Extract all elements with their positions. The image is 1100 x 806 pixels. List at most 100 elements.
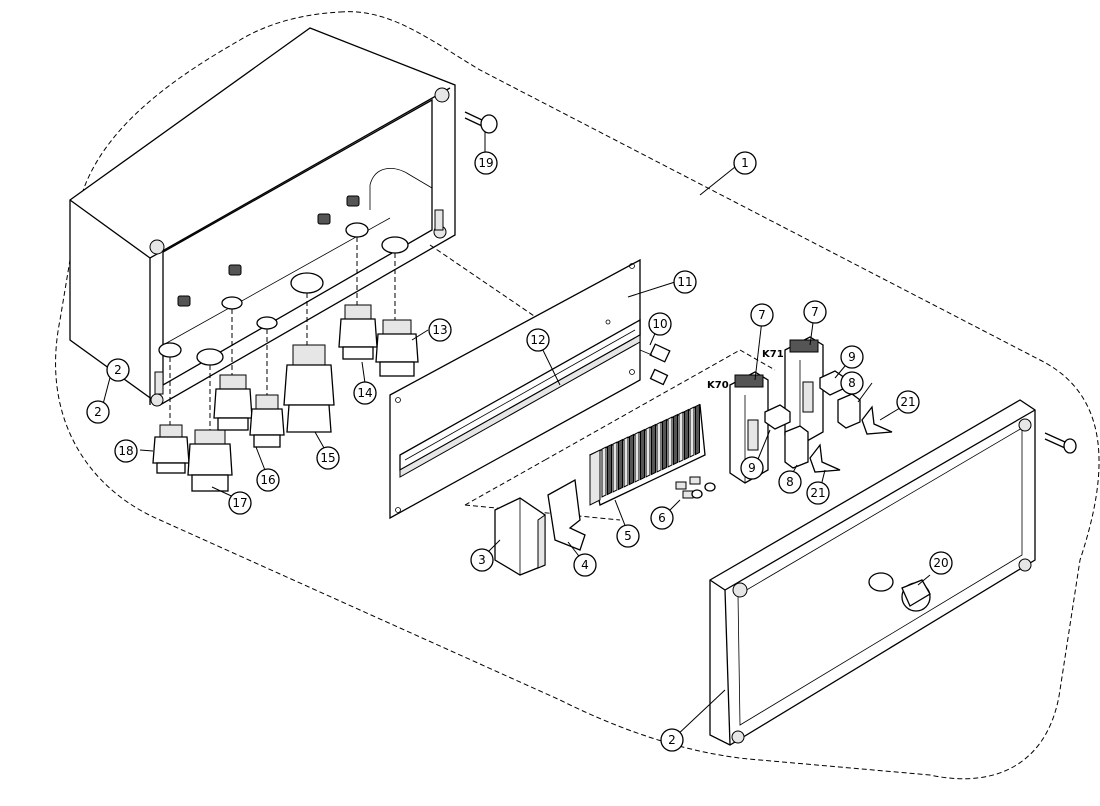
balloon-circle — [228, 491, 252, 515]
terminal-segment — [684, 408, 689, 461]
enclosure-body — [69, 27, 456, 407]
part-balloon-12: 12 — [526, 328, 550, 352]
part-balloon-21: 21 — [806, 481, 830, 505]
cable-gland-18 — [152, 424, 190, 474]
pushbutton-20 — [868, 572, 931, 612]
part-balloon-8: 8 — [840, 371, 864, 395]
part-balloon-10: 10 — [648, 312, 672, 336]
balloon-circle — [106, 358, 130, 382]
balloon-number: 3 — [478, 553, 486, 567]
balloon-number: 4 — [581, 558, 589, 572]
terminal-segment — [607, 443, 612, 496]
part-balloon-2: 2 — [86, 400, 110, 424]
cable-gland-16b — [249, 394, 285, 448]
balloon-number: 7 — [758, 308, 766, 322]
part-balloon-8: 8 — [778, 470, 802, 494]
part-balloon-7: 7 — [803, 300, 827, 324]
balloon-number: 2 — [94, 405, 102, 419]
terminal-segment — [601, 446, 607, 498]
part-balloon-1: 1 — [733, 151, 757, 175]
din-rail — [399, 318, 641, 478]
balloon-number: 1 — [741, 156, 749, 170]
terminal-segment — [689, 406, 695, 458]
enclosure-lid — [709, 399, 1036, 746]
relay-label-k70: K70 — [707, 380, 729, 391]
relay-label-k71: K71 — [762, 349, 784, 360]
balloon-circle — [616, 524, 640, 548]
terminal-segment — [662, 418, 667, 471]
balloon-circle — [316, 446, 340, 470]
part-balloon-4: 4 — [573, 553, 597, 577]
balloon-circle — [806, 481, 830, 505]
cable-gland-14 — [338, 304, 378, 360]
balloon-circle — [256, 468, 280, 492]
balloon-number: 20 — [933, 556, 948, 570]
part-balloon-7: 7 — [750, 303, 774, 327]
part-balloon-9: 9 — [840, 345, 864, 369]
balloon-number: 19 — [478, 156, 493, 170]
balloon-number: 9 — [748, 461, 756, 475]
balloon-circle — [740, 456, 764, 480]
balloon-circle — [474, 151, 498, 175]
balloon-circle — [840, 371, 864, 395]
screw-10 — [639, 343, 671, 386]
terminal-segment — [640, 428, 645, 481]
part-balloon-19: 19 — [474, 151, 498, 175]
part-balloon-16: 16 — [256, 468, 280, 492]
balloon-number: 21 — [900, 395, 915, 409]
part-balloon-11: 11 — [673, 270, 697, 294]
balloon-number: 5 — [624, 529, 632, 543]
part-balloon-17: 17 — [228, 491, 252, 515]
part-balloon-9: 9 — [740, 456, 764, 480]
cable-gland-13 — [375, 319, 419, 377]
balloon-number: 13 — [432, 323, 447, 337]
terminal-segment — [612, 441, 618, 493]
balloon-circle — [896, 390, 920, 414]
cable-gland-15 — [283, 344, 335, 433]
terminal-segment — [623, 436, 629, 488]
terminal-segment — [645, 426, 651, 478]
balloon-number: 7 — [811, 305, 819, 319]
balloon-circle — [803, 300, 827, 324]
balloon-circle — [778, 470, 802, 494]
balloon-circle — [929, 551, 953, 575]
part-balloon-20: 20 — [929, 551, 953, 575]
balloon-circle — [840, 345, 864, 369]
balloon-number: 18 — [118, 444, 133, 458]
relay-8b — [837, 393, 861, 429]
part-balloon-14: 14 — [353, 381, 377, 405]
part-balloon-3: 3 — [470, 548, 494, 572]
terminal-segment — [634, 431, 640, 483]
part-balloon-5: 5 — [616, 524, 640, 548]
mounting-plate — [389, 258, 641, 520]
balloon-circle — [750, 303, 774, 327]
balloon-circle — [673, 270, 697, 294]
part-balloon-2: 2 — [660, 728, 684, 752]
end-plate-4 — [547, 478, 586, 551]
balloon-circle — [428, 318, 452, 342]
balloon-number: 17 — [232, 496, 247, 510]
terminal-block-rack — [589, 403, 706, 506]
part-balloon-13: 13 — [428, 318, 452, 342]
balloon-circle — [470, 548, 494, 572]
terminal-segment — [678, 411, 684, 463]
screw-lid — [1044, 432, 1077, 454]
balloon-circle — [733, 151, 757, 175]
clip-21b — [861, 405, 893, 435]
balloon-number: 15 — [320, 451, 335, 465]
terminal-segment — [673, 413, 678, 466]
balloon-number: 11 — [677, 275, 692, 289]
balloon-number: 2 — [114, 363, 122, 377]
relay-9a — [764, 404, 791, 430]
terminal-segment — [618, 438, 623, 491]
balloon-number: 8 — [786, 475, 794, 489]
balloon-circle — [573, 553, 597, 577]
balloon-number: 8 — [848, 376, 856, 390]
terminal-segment — [629, 433, 634, 486]
part-balloon-2: 2 — [106, 358, 130, 382]
balloon-circle — [526, 328, 550, 352]
terminal-segment — [656, 421, 662, 473]
